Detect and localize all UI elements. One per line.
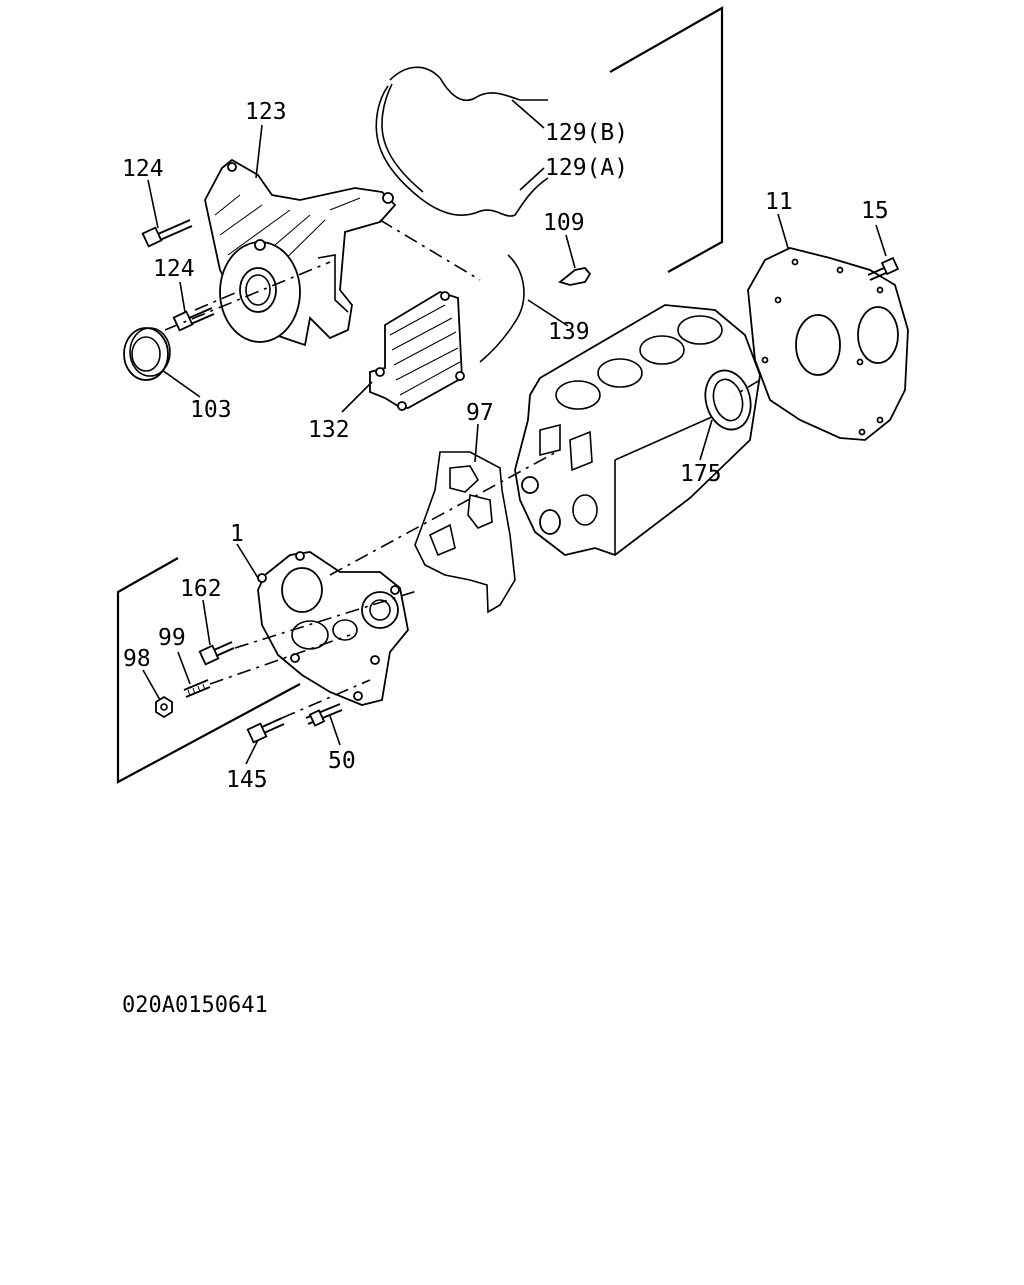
label-132: 132 — [308, 417, 350, 443]
label-129b: 129(B) — [545, 120, 628, 146]
upper-group-frame — [609, 6, 724, 273]
label-109: 109 — [543, 210, 585, 236]
bolt-145 — [246, 717, 285, 744]
label-175: 175 — [680, 461, 722, 487]
label-99: 99 — [158, 625, 186, 651]
label-11: 11 — [765, 189, 793, 215]
timing-cover-123 — [204, 158, 397, 347]
label-162: 162 — [180, 576, 222, 602]
label-145: 145 — [226, 767, 268, 793]
bolt-162 — [198, 641, 235, 666]
rear-seal-175 — [704, 369, 752, 431]
bolt-50 — [305, 703, 343, 727]
label-15: 15 — [861, 198, 889, 224]
rear-plate-11 — [747, 247, 909, 441]
bolt-124-lower — [172, 307, 215, 332]
label-139: 139 — [548, 319, 590, 345]
leader-lines — [142, 99, 887, 765]
lower-group-frame — [116, 557, 301, 784]
label-1: 1 — [230, 521, 244, 547]
label-98: 98 — [123, 646, 151, 672]
label-124-lower: 124 — [153, 256, 195, 282]
label-97: 97 — [466, 400, 494, 426]
fitting-109 — [558, 267, 592, 286]
label-123: 123 — [245, 99, 287, 125]
nut-98 — [155, 695, 173, 719]
gasket-129 — [375, 66, 549, 217]
part-labels: 123 124 124 103 132 129(B) 129(A) 109 13… — [122, 99, 889, 793]
label-129a: 129(A) — [545, 155, 628, 181]
gear-case-1 — [257, 551, 409, 706]
cover-plate-132 — [369, 291, 465, 411]
label-50: 50 — [328, 748, 356, 774]
stud-99 — [183, 679, 211, 698]
label-103: 103 — [190, 397, 232, 423]
drawing-code: 020A0150641 — [122, 993, 268, 1018]
gasket-97 — [414, 451, 516, 614]
assembly-centerlines — [164, 219, 761, 719]
oil-seal-103 — [123, 327, 171, 381]
bolt-124-upper — [141, 219, 193, 248]
seal-strip-139 — [479, 254, 525, 363]
label-124-upper: 124 — [122, 156, 164, 182]
bolt-15 — [867, 256, 900, 281]
